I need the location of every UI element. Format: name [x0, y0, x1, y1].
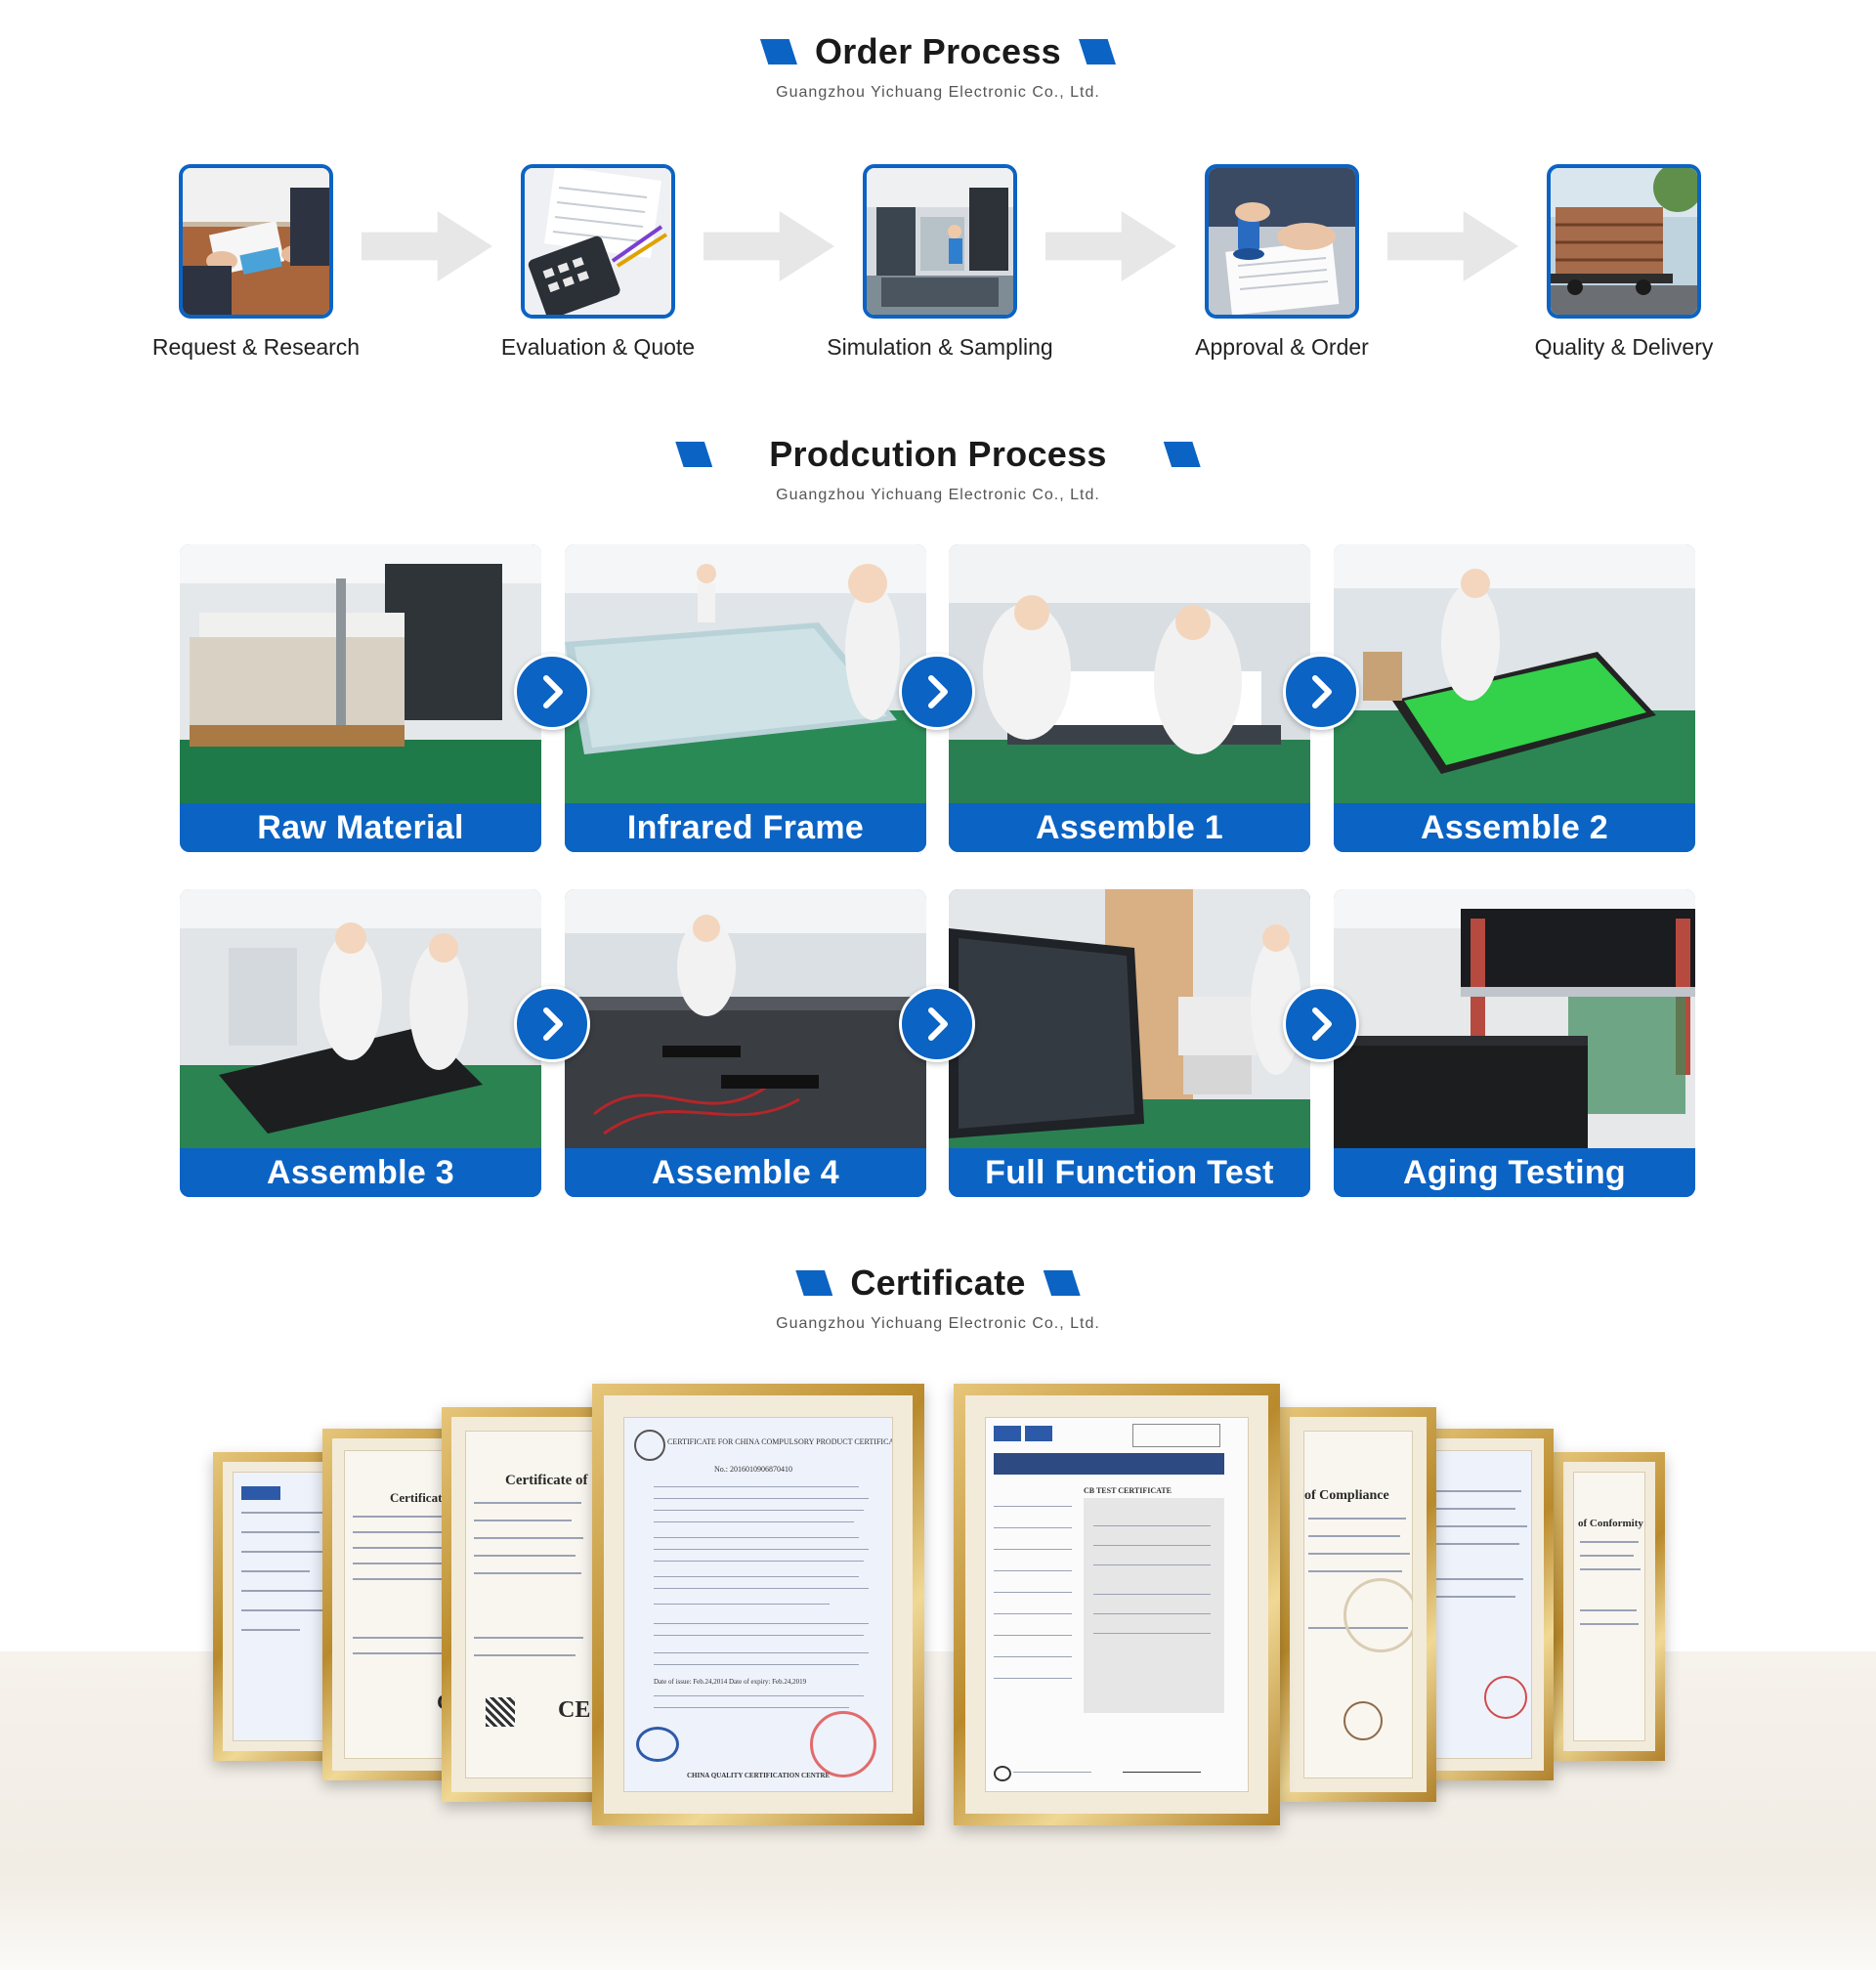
order-step-approval: Approval & Order: [1135, 164, 1428, 361]
title-flag-left-icon: [759, 39, 797, 64]
certificate-mat: of Compliance: [1290, 1417, 1427, 1792]
certificate-issuer: CHINA QUALITY CERTIFICATION CENTRE: [687, 1772, 831, 1779]
certificate-subtitle: Guangzhou Yichuang Electronic Co., Ltd.: [776, 1315, 1100, 1332]
certificate-heading: CB TEST CERTIFICATE: [1084, 1486, 1172, 1495]
production-step-label: Assemble 2: [1334, 803, 1695, 852]
production-step-label: Aging Testing: [1334, 1148, 1695, 1197]
certificate-mat: [1413, 1438, 1544, 1771]
title-flag-right-icon: [1163, 442, 1201, 467]
certificate-frame-ccc-right: [1403, 1429, 1554, 1780]
title-flag-left-icon: [675, 442, 713, 467]
certificate-mat: of Conformity: [1563, 1462, 1655, 1751]
title-flag-right-icon: [1079, 39, 1117, 64]
certificate-mat: CB TEST CERTIFICATE: [965, 1395, 1268, 1814]
order-process-subtitle: Guangzhou Yichuang Electronic Co., Ltd.: [776, 84, 1100, 101]
certificate-paper: [1425, 1450, 1532, 1759]
order-step-photo-simulation: [863, 164, 1017, 319]
order-step-label: Evaluation & Quote: [500, 334, 696, 360]
next-step-arrow-icon: [514, 986, 590, 1062]
certificate-frame-cb-main: CB TEST CERTIFICATE: [954, 1384, 1280, 1825]
order-step-simulation: Simulation & Sampling: [793, 164, 1087, 361]
certificate-heading: of Compliance: [1304, 1488, 1389, 1503]
production-photo: [1334, 889, 1695, 1148]
production-photo: [1334, 544, 1695, 803]
certificate-paper: of Compliance: [1303, 1431, 1413, 1778]
certificate-frame-compliance: of Compliance: [1280, 1407, 1436, 1802]
production-card-aging-testing: Aging Testing: [1334, 889, 1695, 1197]
production-card-full-function-test: Full Function Test: [949, 889, 1310, 1197]
certificate-frame-ce-2: Certificate of CE: [442, 1407, 618, 1802]
production-process-header: Prodcution Process Guangzhou Yichuang El…: [0, 434, 1876, 504]
order-process-title-row: Order Process: [759, 31, 1117, 72]
certificate-title: Certificate: [850, 1263, 1026, 1303]
certificate-mat: CERTIFICATE FOR CHINA COMPULSORY PRODUCT…: [604, 1395, 913, 1814]
certificate-paper: CERTIFICATE FOR CHINA COMPULSORY PRODUCT…: [623, 1417, 893, 1792]
certificate-mat: Certificate of CE: [451, 1417, 608, 1792]
next-step-arrow-icon: [1283, 986, 1359, 1062]
production-step-label: Full Function Test: [949, 1148, 1310, 1197]
production-card-assemble-4: Assemble 4: [565, 889, 926, 1197]
order-step-photo-evaluation: [521, 164, 675, 319]
certificate-title-row: Certificate: [795, 1263, 1081, 1304]
production-step-label: Assemble 1: [949, 803, 1310, 852]
order-step-label: Request & Research: [151, 334, 361, 360]
production-process-subtitle: Guangzhou Yichuang Electronic Co., Ltd.: [776, 487, 1100, 503]
title-flag-left-icon: [795, 1270, 833, 1296]
production-photo: [949, 544, 1310, 803]
order-step-request: Request & Research: [109, 164, 403, 361]
order-step-delivery: Quality & Delivery: [1477, 164, 1770, 361]
order-step-photo-approval: [1205, 164, 1359, 319]
next-step-arrow-icon: [514, 654, 590, 730]
certificate-dates: Date of issue: Feb.24,2014 Date of expir…: [654, 1678, 807, 1686]
certificate-frame-ccc-main: CERTIFICATE FOR CHINA COMPULSORY PRODUCT…: [592, 1384, 924, 1825]
certificate-heading: CERTIFICATE FOR CHINA COMPULSORY PRODUCT…: [667, 1437, 893, 1446]
order-step-evaluation: Evaluation & Quote: [451, 164, 745, 361]
order-step-photo-delivery: [1547, 164, 1701, 319]
title-flag-right-icon: [1043, 1270, 1081, 1296]
production-card-assemble-3: Assemble 3: [180, 889, 541, 1197]
certificate-heading: of Conformity: [1578, 1518, 1643, 1529]
production-photo: [180, 544, 541, 803]
production-photo: [565, 544, 926, 803]
certificate-number: No.: 2016010906870410: [714, 1465, 792, 1474]
order-process-header: Order Process Guangzhou Yichuang Electro…: [0, 31, 1876, 102]
certificate-heading: Certificate of: [505, 1473, 588, 1488]
certificate-paper: Certificate of CE: [465, 1431, 594, 1778]
production-card-raw-material: Raw Material: [180, 544, 541, 852]
production-step-label: Infrared Frame: [565, 803, 926, 852]
next-step-arrow-icon: [1283, 654, 1359, 730]
certificate-paper: of Conformity: [1573, 1472, 1645, 1741]
production-photo: [180, 889, 541, 1148]
order-step-label: Simulation & Sampling: [827, 334, 1053, 360]
next-step-arrow-icon: [899, 986, 975, 1062]
certificate-header: Certificate Guangzhou Yichuang Electroni…: [0, 1263, 1876, 1333]
ce-mark: CE: [558, 1697, 591, 1723]
production-step-label: Assemble 4: [565, 1148, 926, 1197]
production-process-title: Prodcution Process: [769, 434, 1107, 474]
production-card-assemble-2: Assemble 2: [1334, 544, 1695, 852]
production-photo: [949, 889, 1310, 1148]
order-process-title: Order Process: [814, 31, 1062, 71]
production-step-label: Raw Material: [180, 803, 541, 852]
certificate-frame-conformity-right: of Conformity: [1554, 1452, 1665, 1761]
order-step-photo-request: [179, 164, 333, 319]
production-card-assemble-1: Assemble 1: [949, 544, 1310, 852]
production-card-infrared-frame: Infrared Frame: [565, 544, 926, 852]
order-step-label: Approval & Order: [1195, 334, 1369, 360]
production-photo: [565, 889, 926, 1148]
certificate-paper: CB TEST CERTIFICATE: [985, 1417, 1249, 1792]
production-process-title-row: Prodcution Process: [675, 434, 1201, 475]
next-step-arrow-icon: [899, 654, 975, 730]
order-step-label: Quality & Delivery: [1534, 334, 1714, 360]
production-step-label: Assemble 3: [180, 1148, 541, 1197]
